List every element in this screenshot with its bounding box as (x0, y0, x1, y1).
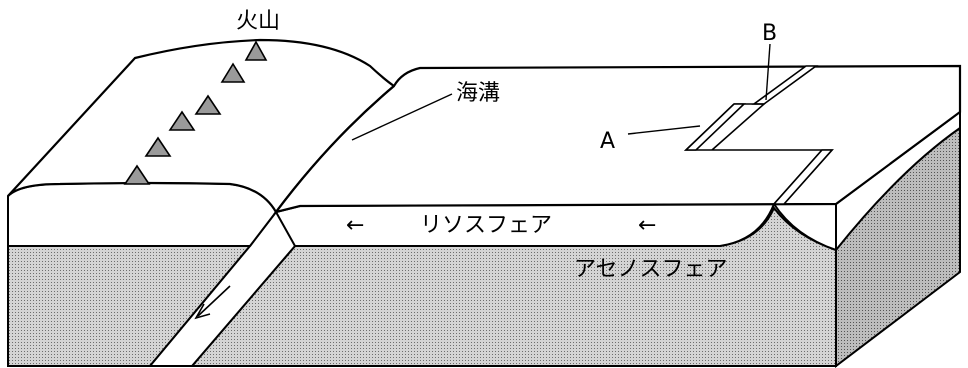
ridge-segment-lower (772, 149, 834, 205)
volcano-chain (123, 40, 268, 185)
lithosphere-arrow-left: ← (346, 213, 364, 238)
lithosphere-side-face (835, 110, 961, 253)
label-a-leader-line (627, 125, 701, 135)
volcano-icon (144, 136, 172, 157)
label-b-leader-line (765, 43, 771, 101)
trench-label: 海溝 (456, 81, 500, 106)
ridge-segment-a (684, 103, 746, 151)
volcano-icon (194, 94, 222, 115)
volcano-icon (220, 62, 246, 83)
ridge-lithosphere-front (772, 203, 837, 252)
volcano-icon (168, 110, 196, 131)
point-a-label: A (600, 129, 615, 154)
volcano-label: 火山 (236, 9, 280, 34)
lithosphere-label: リソスフェア (420, 213, 552, 238)
point-b-label: B (762, 21, 777, 46)
volcano-icon (123, 164, 151, 185)
trench-line (275, 85, 395, 213)
subduction-arrow (194, 285, 231, 320)
asthenosphere-label: アセノスフェア (574, 257, 728, 282)
lithosphere-arrow-right: ← (638, 213, 656, 238)
trench-leader-line (351, 93, 453, 141)
continental-lithosphere-front (7, 182, 278, 247)
volcano-icon (244, 40, 268, 61)
